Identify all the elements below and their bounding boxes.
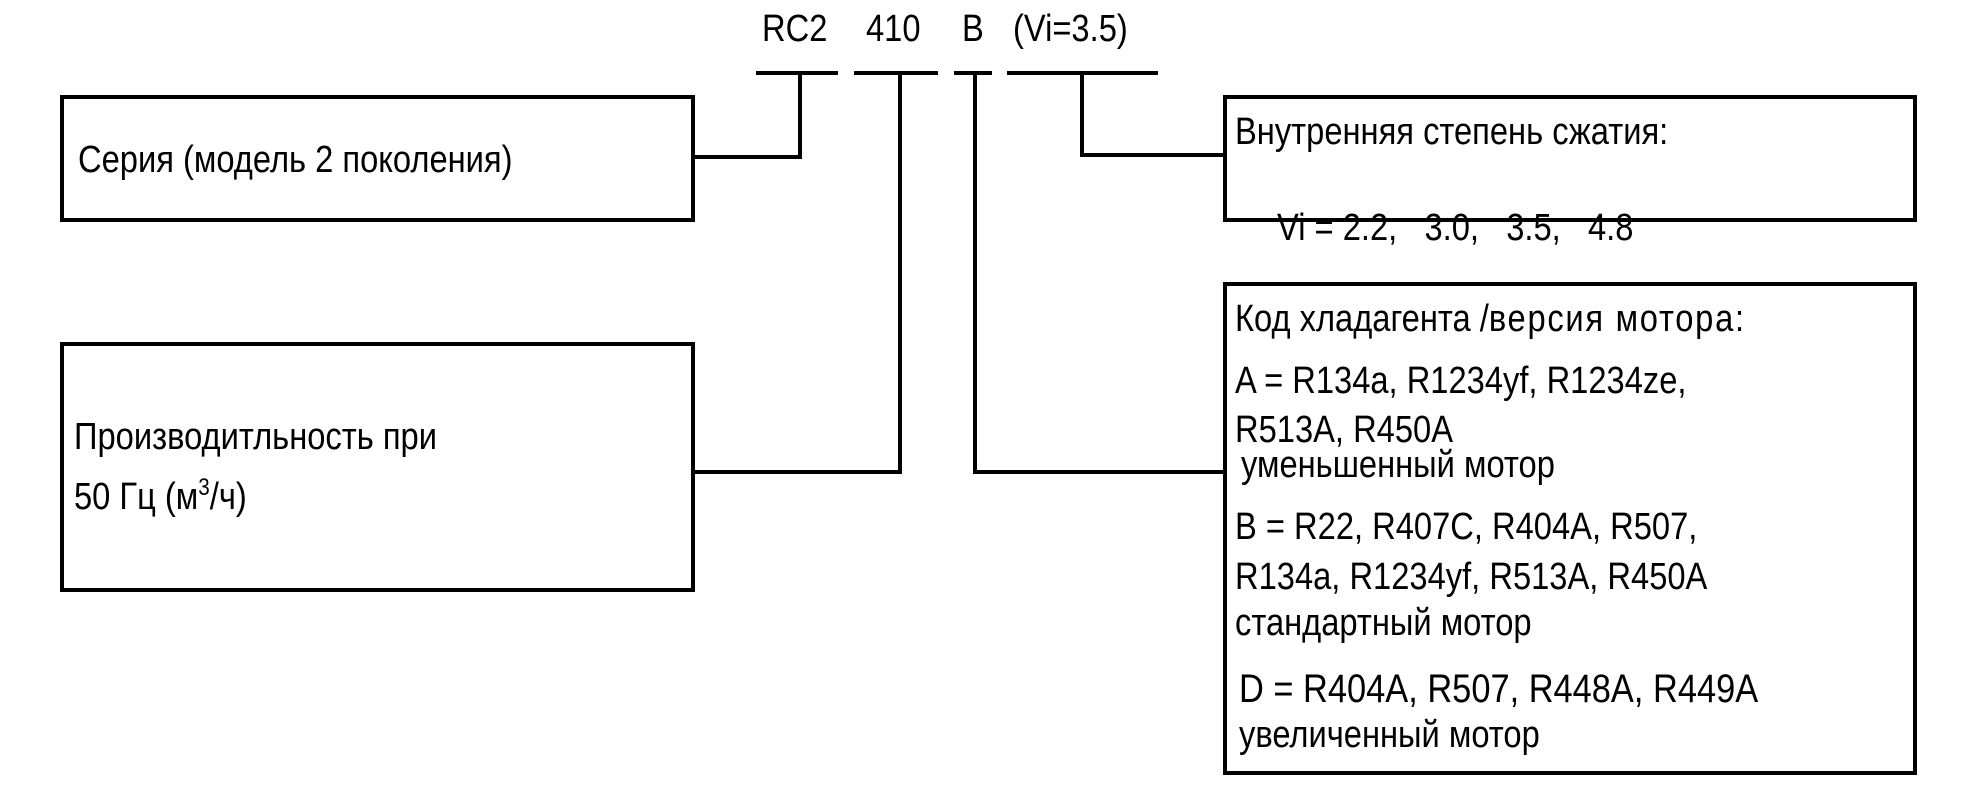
code-vi: (Vi=3.5) — [1013, 8, 1128, 50]
refrigerant-title-slash: / — [1479, 298, 1489, 340]
refrigerant-d-motor: увеличенный мотор — [1239, 714, 1540, 756]
connector-capacity — [693, 71, 902, 474]
refrigerant-d-line1: D = R404A, R507, R448A, R449A — [1239, 667, 1759, 711]
code-series: RC2 — [762, 8, 828, 50]
capacity-unit-prefix: 50 Гц (м — [74, 476, 199, 518]
vi-values: Vi = 2.2, 3.0, 3.5, 4.8 — [1277, 207, 1634, 249]
code-refrigerant: B — [962, 8, 984, 50]
refrigerant-box: Код хладагента /версия мотора: A = R134a… — [1223, 282, 1917, 775]
refrigerant-title-code: Код хладагента — [1235, 298, 1471, 340]
refrigerant-title: Код хладагента /версия мотора: — [1235, 300, 1829, 338]
connector-series — [693, 71, 802, 159]
capacity-unit-superscript: 3 — [198, 474, 210, 501]
refrigerant-b-line2: R134a, R1234yf, R513A, R450A — [1235, 556, 1708, 598]
refrigerant-a-line2: R513A, R450A — [1235, 409, 1454, 451]
capacity-label-line2: 50 Гц (м3/ч) — [74, 474, 275, 518]
capacity-box: Производитльность при 50 Гц (м3/ч) — [60, 342, 695, 592]
refrigerant-b-motor: стандартный мотор — [1235, 602, 1532, 644]
refrigerant-a-line1: A = R134a, R1234yf, R1234ze, — [1235, 360, 1687, 402]
connector-refrigerant — [973, 71, 1225, 474]
refrigerant-title-motor: версия мотора: — [1488, 298, 1746, 340]
series-label: Серия (модель 2 поколения) — [78, 139, 513, 181]
capacity-unit-suffix: /ч) — [209, 476, 247, 518]
connector-vi — [1080, 71, 1225, 157]
vi-title: Внутренняя степень сжатия: — [1235, 111, 1669, 153]
series-box: Серия (модель 2 поколения) — [60, 95, 695, 222]
capacity-label-line1: Производитльность при — [74, 416, 437, 458]
refrigerant-b-line1: B = R22, R407C, R404A, R507, — [1235, 506, 1698, 548]
refrigerant-a-motor: уменьшенный мотор — [1241, 444, 1555, 486]
vi-box: Внутренняя степень сжатия: Vi = 2.2, 3.0… — [1223, 95, 1917, 247]
code-capacity: 410 — [866, 8, 921, 50]
